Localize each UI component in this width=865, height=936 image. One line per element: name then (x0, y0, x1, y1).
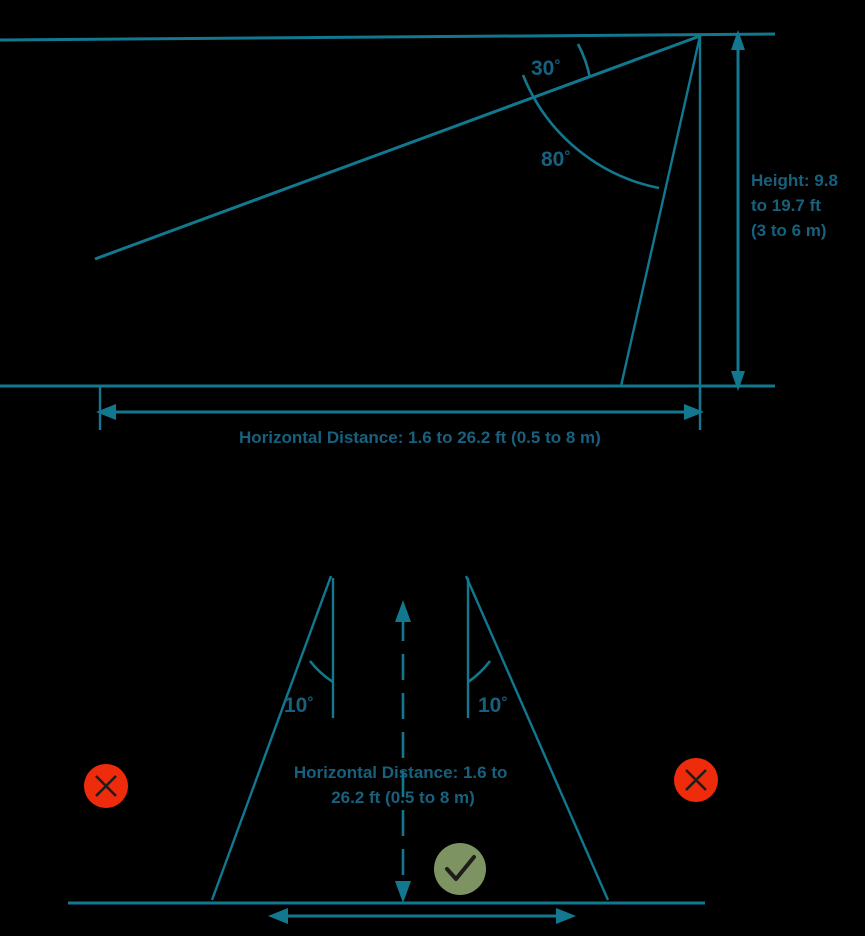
check-icon (445, 855, 476, 881)
angle-label-30: 30° (531, 57, 560, 80)
angle-arc-30 (576, 43, 592, 79)
angle-label-10-right: 10° (478, 694, 507, 717)
angle-arc-10-left (308, 660, 334, 684)
sight-ray-80deg (619, 35, 702, 387)
angle-label-10-left-value: 10 (284, 694, 307, 717)
angle-label-30-value: 30 (531, 57, 554, 80)
angle-arc-10-right (467, 660, 492, 684)
angle-label-10-left-unit: ° (307, 694, 313, 711)
fov-edge-left (210, 575, 333, 901)
valid-zone-marker (434, 843, 486, 895)
height-label-line-1: Height: 9.8 (751, 171, 838, 190)
height-label-line-3: (3 to 6 m) (751, 221, 827, 240)
ceiling-line (0, 32, 776, 42)
angle-label-80-value: 80 (541, 148, 564, 171)
height-label: Height: 9.8 to 19.7 ft (3 to 6 m) (751, 171, 843, 240)
invalid-zone-marker-right (674, 758, 718, 802)
angle-label-30-unit: ° (554, 57, 560, 74)
horizontal-distance-label-top-line-2: 26.2 ft (0.5 to 8 m) (331, 788, 475, 807)
angle-label-10-right-unit: ° (501, 694, 507, 711)
height-arrow-down-icon (731, 371, 745, 391)
height-label-line-2: to 19.7 ft (751, 196, 821, 215)
sight-ray-30deg (94, 34, 701, 261)
angle-label-10-right-value: 10 (478, 694, 501, 717)
horizontal-distance-label-top-line-1: Horizontal Distance: 1.6 to (294, 763, 507, 782)
angle-label-80-unit: ° (564, 148, 570, 165)
angle-arc-80 (521, 74, 660, 190)
center-arrow-up-icon (395, 600, 411, 622)
bottom-arrow-right-icon (556, 908, 576, 924)
fov-edge-right (464, 575, 610, 901)
center-arrow-down-icon (395, 881, 411, 903)
height-arrow-up-icon (731, 30, 745, 50)
bottom-arrow-left-icon (268, 908, 288, 924)
horizontal-arrow-left-icon (96, 404, 116, 420)
horizontal-distance-label-top: Horizontal Distance: 1.6 to 26.2 ft (0.5… (294, 763, 512, 807)
valid-marker-circle (434, 843, 486, 895)
invalid-zone-marker-left (84, 764, 128, 808)
close-icon (95, 775, 117, 797)
horizontal-distance-label-side: Horizontal Distance: 1.6 to 26.2 ft (0.5… (239, 428, 601, 447)
angle-label-10-left: 10° (284, 694, 313, 717)
horizontal-arrow-right-icon (684, 404, 704, 420)
close-icon (685, 769, 707, 791)
angle-label-80: 80° (541, 148, 570, 171)
